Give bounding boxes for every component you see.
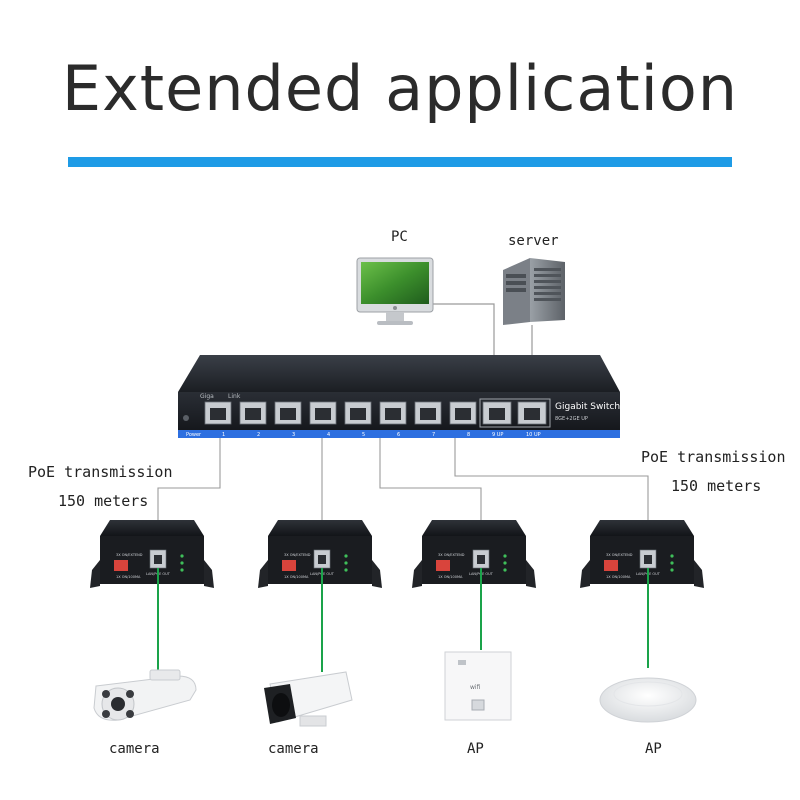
pc-icon — [356, 257, 434, 325]
bullet-camera-icon — [93, 669, 197, 721]
endpoint-label-camera-1: camera — [109, 741, 160, 757]
poe-transmission-label-right: PoE transmission — [641, 448, 786, 466]
port-number: 8 — [467, 432, 470, 438]
output-cables — [157, 568, 649, 680]
poe-distance-label-right: 150 meters — [671, 477, 762, 495]
port-number: 3 — [292, 432, 295, 438]
poe-extender: 3X ON/EXTEND 1X ON/100MA LAN/POE OUT — [412, 520, 536, 588]
endpoint-label-ap-2: AP — [645, 741, 662, 757]
svg-text:1X ON/100MA: 1X ON/100MA — [284, 575, 309, 579]
poe-cables — [157, 438, 649, 540]
switch-sub-text: 8GE+2GE UP — [555, 416, 588, 422]
pc-label: PC — [391, 229, 408, 245]
switch-power-label: Power — [186, 432, 202, 438]
endpoint-label-ap-1: AP — [467, 741, 484, 757]
page-title: Extended application — [61, 52, 739, 125]
uplink-label: 9 UP — [492, 432, 503, 438]
svg-text:1X ON/100MA: 1X ON/100MA — [438, 575, 463, 579]
switch-mark-link: Link — [228, 393, 241, 400]
uplink-label: 10 UP — [526, 432, 541, 438]
switch-mark-giga: Giga — [200, 393, 214, 400]
port-number: 7 — [432, 432, 435, 438]
ceiling-ap-icon — [599, 677, 697, 723]
port-number: 6 — [397, 432, 400, 438]
gigabit-switch — [178, 355, 620, 438]
wall-ap-icon: wifi — [444, 651, 512, 721]
poe-extender: 3X ON/EXTEND 1X ON/100MA LAN/POE OUT — [258, 520, 382, 588]
svg-text:3X ON/EXTEND: 3X ON/EXTEND — [438, 553, 465, 557]
poe-extender: 3X ON/EXTEND 1X ON/100MA LAN/POE OUT — [90, 520, 214, 588]
svg-text:1X ON/100MA: 1X ON/100MA — [116, 575, 141, 579]
svg-text:3X ON/EXTEND: 3X ON/EXTEND — [606, 553, 633, 557]
server-icon — [503, 258, 565, 325]
poe-extender: 3X ON/EXTEND 1X ON/100MA LAN/POE OUT — [580, 520, 704, 588]
svg-text:3X ON/EXTEND: 3X ON/EXTEND — [116, 553, 143, 557]
accent-bar — [68, 157, 732, 167]
svg-text:3X ON/EXTEND: 3X ON/EXTEND — [284, 553, 311, 557]
wall-ap-text: wifi — [470, 684, 481, 691]
endpoint-label-camera-2: camera — [268, 741, 319, 757]
poe-distance-label-left: 150 meters — [58, 492, 149, 510]
port-number: 5 — [362, 432, 365, 438]
poe-transmission-label-left: PoE transmission — [28, 463, 173, 481]
server-label: server — [508, 233, 559, 249]
switch-brand-text: Gigabit Switch — [555, 402, 620, 412]
port-number: 4 — [327, 432, 330, 438]
port-number: 1 — [222, 432, 225, 438]
port-number: 2 — [257, 432, 260, 438]
svg-text:1X ON/100MA: 1X ON/100MA — [606, 575, 631, 579]
box-camera-icon — [264, 671, 353, 727]
